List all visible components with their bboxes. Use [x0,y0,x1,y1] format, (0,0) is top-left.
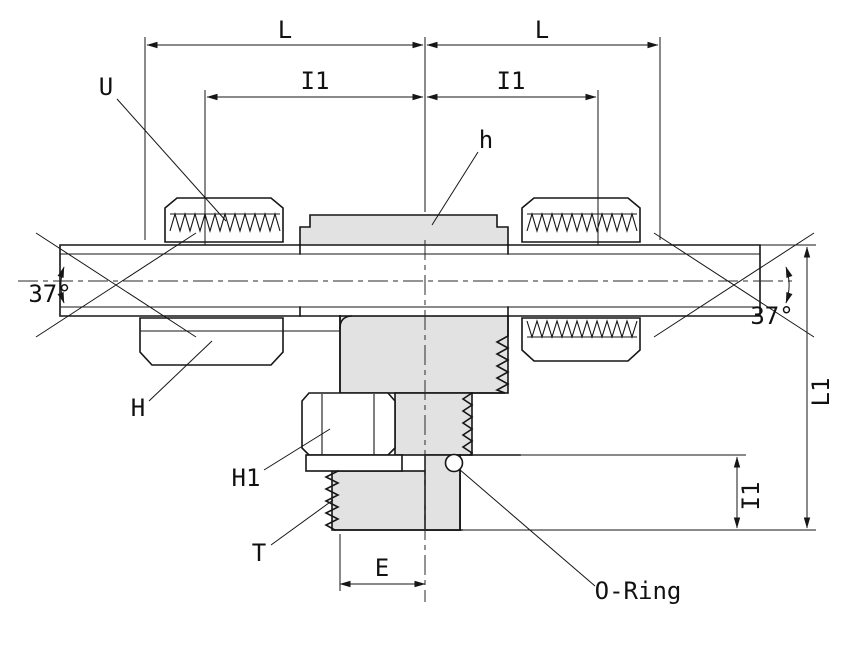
callout-U: U [99,73,227,222]
label-L-right: L [535,16,549,44]
angle-arc-right [785,266,793,304]
washer [305,454,403,472]
tube-bore-lines [60,253,760,308]
swivel-nut-right [521,197,641,362]
label-h: h [479,126,493,154]
leader-H [148,340,213,402]
dimension-L-right: L [426,16,661,240]
label-U: U [99,73,113,101]
label-T: T [252,539,266,567]
angle-label-right: 37° [750,302,793,330]
callout-H1: H1 [232,428,331,492]
dimension-I1-right: I1 [426,67,599,245]
label-H: H [131,394,145,422]
callout-H: H [131,340,213,422]
leader-T [270,499,334,546]
label-L-left: L [278,16,292,44]
nut-right-bottom-half [521,317,641,362]
angle-label-left: 37° [28,280,71,308]
flare-lines-right [653,232,815,338]
body-center [299,214,509,531]
label-H1: H1 [232,464,261,492]
locknut-hex-facets [321,394,375,455]
nut-right-top-half [521,197,641,243]
label-I1-right: I1 [737,482,765,511]
callout-T: T [252,499,334,567]
leader-o-ring [458,468,596,587]
flare-lines-left [35,232,197,338]
dimension-L-left: L [144,16,426,240]
branch-port [301,315,521,532]
branch-upper-boss [339,315,509,394]
nut-left-top-half [164,197,284,243]
dimension-L1: L1 [462,244,835,531]
port-thread-zigzag [324,469,340,532]
dimension-I1-vertical: I1 [520,454,765,529]
boss-right-edge-threads [471,315,510,394]
label-I1-top-right: I1 [497,67,526,95]
leader-h [431,151,479,226]
label-o-ring: O-Ring [595,577,682,605]
angle-arc-left [57,266,65,304]
angle-callout-left: 37° [28,232,197,338]
label-E: E [375,554,389,582]
body-top-hex-band [299,214,509,246]
leader-H1 [263,428,331,471]
stud-right-threads [461,391,474,457]
locknut-hex [301,392,396,456]
callout-h: h [431,126,493,226]
branch-mid-stud [394,392,473,456]
angle-callout-right: 37° [653,232,815,338]
body-shoulder-lines [299,244,509,317]
dimension-I1-left: I1 [204,67,424,245]
o-ring [444,453,464,473]
label-L1: L1 [807,378,835,407]
dimension-E: E [339,534,426,591]
label-I1-top-left: I1 [301,67,330,95]
callout-o-ring: O-Ring [458,468,682,605]
center-lines [18,240,792,602]
leader-U [116,98,227,222]
